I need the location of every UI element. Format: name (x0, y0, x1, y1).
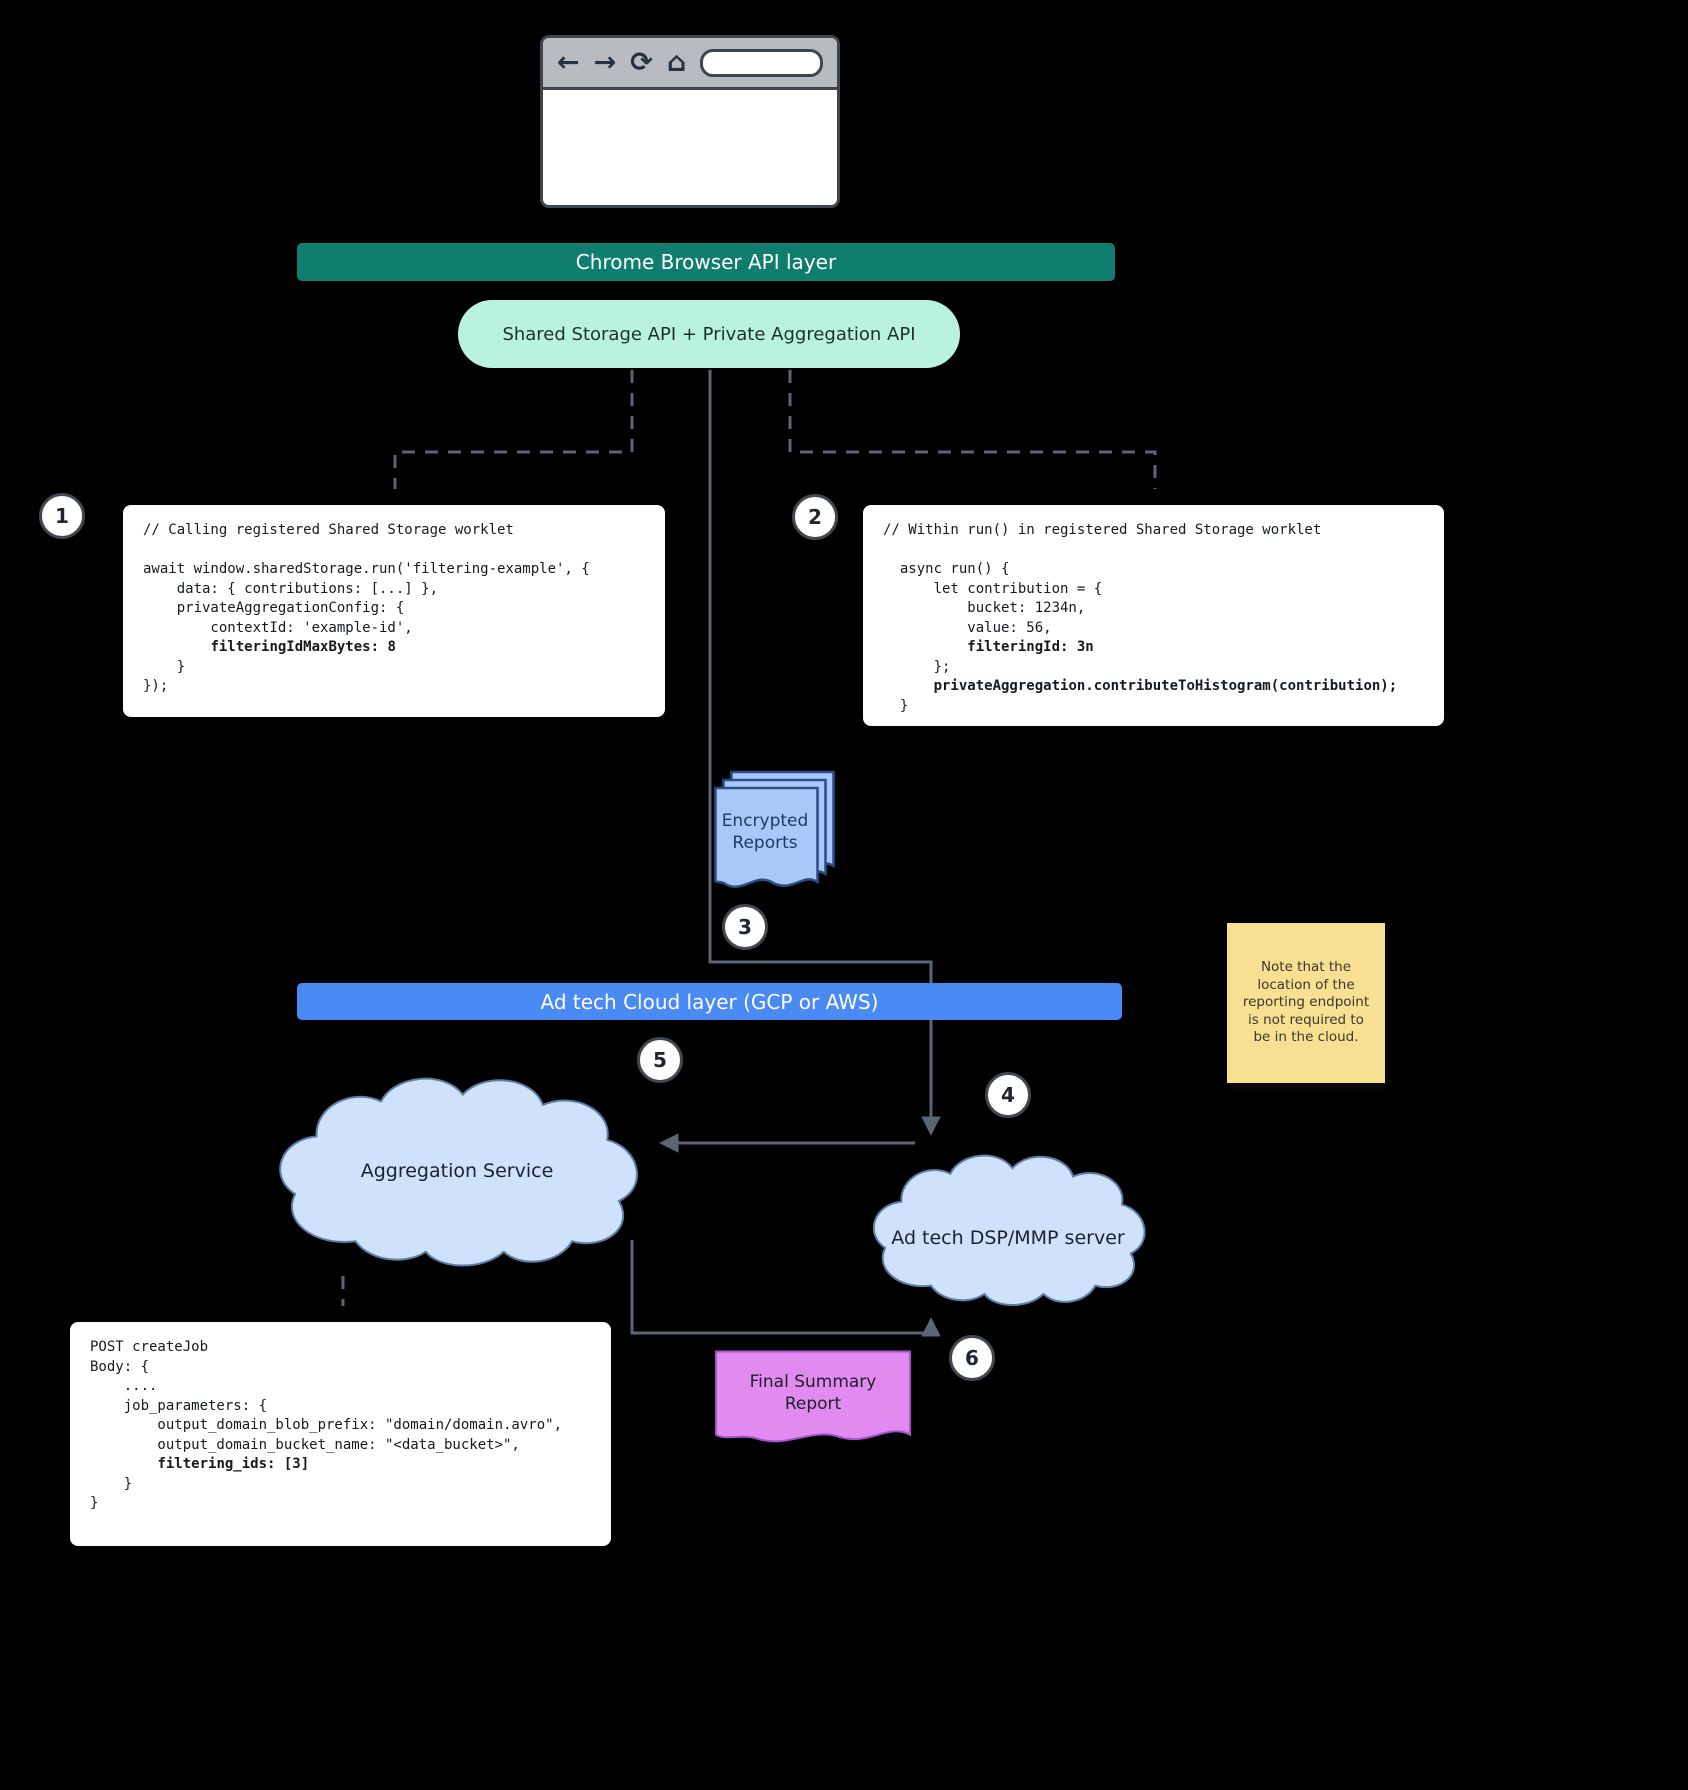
step-badge-5: 5 (637, 1037, 683, 1083)
code-block-create-job: POST createJob Body: { .... job_paramete… (70, 1322, 611, 1546)
forward-icon: → (593, 47, 617, 78)
url-bar (700, 48, 823, 77)
dsp-mmp-server-cloud: Ad tech DSP/MMP server (860, 1143, 1156, 1315)
encrypted-reports-label: Encrypted Reports (721, 811, 809, 854)
step-badge-3: 3 (722, 904, 768, 950)
document-stack-icon (714, 770, 835, 888)
encrypted-reports-document: Encrypted Reports (712, 768, 847, 900)
step-badge-2: 2 (792, 494, 838, 540)
reporting-endpoint-note: Note that the location of the reporting … (1227, 923, 1385, 1083)
dsp-mmp-server-label: Ad tech DSP/MMP server (891, 1227, 1125, 1249)
aggregation-to-dsp-arrow (630, 1240, 941, 1337)
chrome-api-layer-banner: Chrome Browser API layer (297, 243, 1115, 281)
cloud-icon (262, 1063, 652, 1278)
shared-storage-api-pill: Shared Storage API + Private Aggregation… (458, 300, 960, 368)
browser-toolbar: ← → ⟳ ⌂ (543, 38, 837, 90)
final-summary-report-label: Final Summary Report (749, 1372, 877, 1415)
step-badge-1: 1 (39, 493, 85, 539)
home-icon: ⌂ (666, 47, 687, 78)
step-badge-6: 6 (949, 1335, 995, 1381)
reload-icon: ⟳ (630, 47, 653, 78)
code-block-worklet-call: // Calling registered Shared Storage wor… (123, 505, 665, 717)
dashed-connector-left (393, 370, 634, 489)
dashed-connector-right (788, 370, 1157, 489)
back-icon: ← (557, 47, 580, 78)
code-block-worklet-run: // Within run() in registered Shared Sto… (863, 505, 1444, 726)
aggregation-service-label: Aggregation Service (360, 1159, 554, 1182)
cloud-icon (860, 1143, 1156, 1315)
document-icon (714, 1350, 912, 1443)
aggregation-service-cloud: Aggregation Service (262, 1063, 652, 1278)
browser-window: ← → ⟳ ⌂ (540, 35, 840, 208)
reports-to-dsp-arrow (708, 370, 941, 1136)
step-badge-4: 4 (985, 1072, 1031, 1118)
ad-tech-cloud-layer-banner: Ad tech Cloud layer (GCP or AWS) (297, 983, 1122, 1020)
final-summary-report-document: Final Summary Report (714, 1349, 912, 1455)
